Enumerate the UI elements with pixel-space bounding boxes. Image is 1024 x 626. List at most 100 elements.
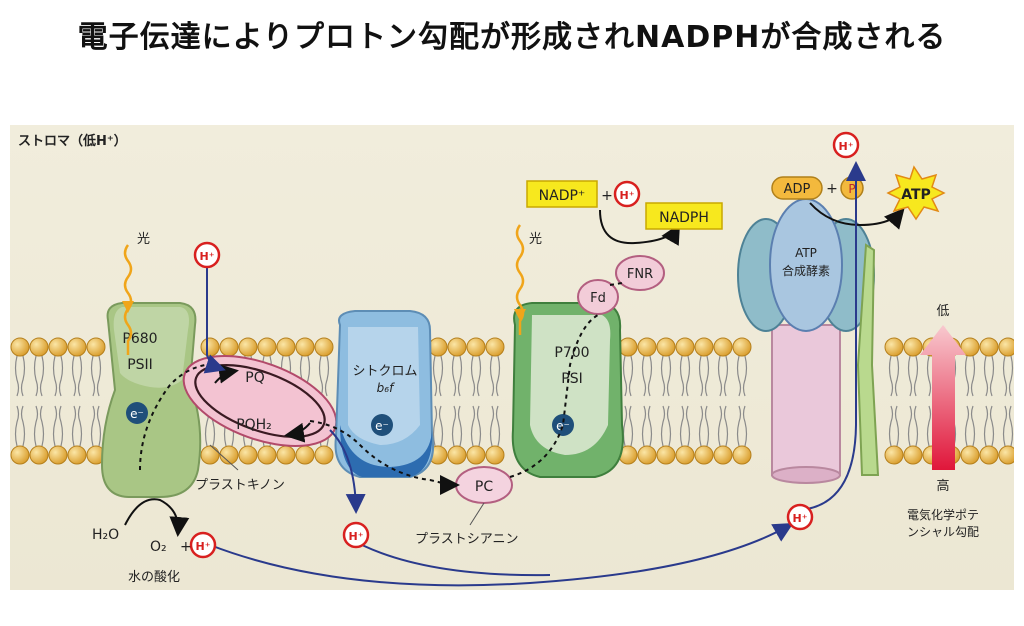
- lipid-head: [447, 337, 467, 357]
- o2-plus: +: [180, 539, 192, 555]
- lipid-head: [884, 445, 904, 465]
- nadp-label: NADP⁺: [539, 188, 586, 204]
- light-wave-psii: [123, 244, 133, 355]
- svg-text:H⁺: H⁺: [195, 540, 210, 553]
- lipid-head: [276, 445, 296, 465]
- svg-text:e⁻: e⁻: [130, 407, 144, 421]
- lipid-head: [675, 337, 695, 357]
- high-label: 高: [936, 478, 949, 494]
- electron-path-2: [309, 420, 460, 495]
- pq-label: PQ: [245, 370, 264, 386]
- lipid-head: [466, 337, 486, 357]
- fnr-label: FNR: [627, 267, 653, 282]
- electron-path-4: [609, 282, 623, 286]
- svg-text:H⁺: H⁺: [838, 140, 853, 153]
- water-oxidation-label: 水の酸化: [128, 570, 180, 585]
- lipid-head: [618, 337, 638, 357]
- lipid-head: [48, 445, 68, 465]
- lipid-head: [314, 337, 334, 357]
- lipid-head: [29, 337, 49, 357]
- nadp-plus: +: [601, 188, 613, 204]
- adp-label: ADP: [784, 182, 811, 197]
- lipid-head: [200, 445, 220, 465]
- low-label: 低: [936, 304, 949, 319]
- lipid-head: [314, 445, 334, 465]
- cytochrome-complex: [334, 310, 434, 478]
- proton-arrow-stroma-to-pq: [203, 265, 226, 374]
- lipid-head: [713, 445, 733, 465]
- atp-synthase-label-2: 合成酵素: [782, 263, 830, 278]
- proton-arrow-through-synthase: [799, 161, 866, 511]
- atp-burst: [886, 165, 946, 221]
- proton-arrow-pqh2-to-lumen: [329, 429, 366, 514]
- gradient-label-1: 電気化学ポテ: [907, 507, 979, 522]
- lipid-head: [903, 337, 923, 357]
- cytochrome-label: シトクロム: [352, 364, 417, 379]
- lipid-head: [656, 445, 676, 465]
- gradient-arrow: [920, 325, 966, 470]
- lipid-head: [238, 445, 258, 465]
- svg-text:H⁺: H⁺: [348, 530, 363, 543]
- plastocyanin-label: プラストシアニン: [415, 532, 518, 547]
- nadph-arrow: [599, 209, 680, 246]
- atp-label: ATP: [901, 187, 931, 203]
- water-oxidation-arrow: [124, 498, 190, 537]
- lipid-head: [48, 337, 68, 357]
- lipid-head: [637, 445, 657, 465]
- light-label-psii: 光: [137, 232, 150, 247]
- lipid-head: [960, 445, 980, 465]
- nadp-box: [526, 180, 598, 208]
- slide-title: 電子伝達によりプロトン勾配が形成されNADPHが合成される: [77, 20, 947, 55]
- lipid-head: [67, 337, 87, 357]
- lipid-head: [257, 337, 277, 357]
- photosynthesis-diagram: P680 PSII e⁻ 光 ストロマ（低H⁺） PQ PQH₂ プラストキノン…: [10, 125, 1014, 590]
- proton-arrow-lumen-flow-2: [361, 544, 551, 577]
- pqh2-label: PQH₂: [236, 417, 272, 433]
- adp-plus: +: [826, 181, 838, 197]
- electron-icon-psii: e⁻: [126, 402, 148, 424]
- lipid-head: [694, 445, 714, 465]
- lipid-head: [29, 445, 49, 465]
- light-wave-psi: [515, 224, 525, 335]
- lipid-head: [295, 337, 315, 357]
- lipid-head: [675, 445, 695, 465]
- lipid-head: [732, 337, 752, 357]
- cytochrome-sub-label: b₆f: [377, 381, 395, 395]
- lipid-head: [276, 337, 296, 357]
- atp-synthase: [737, 198, 880, 484]
- proton-icon-nadp: H⁺: [613, 180, 641, 208]
- svg-text:e⁻: e⁻: [556, 419, 570, 433]
- nadph-box: [645, 202, 723, 230]
- lipid-head: [238, 337, 258, 357]
- proton-icon-lumen-water: H⁺: [189, 531, 217, 559]
- lipid-head: [998, 337, 1014, 357]
- lipid-head: [447, 445, 467, 465]
- nadph-label: NADPH: [659, 210, 709, 226]
- lipid-head: [732, 445, 752, 465]
- lipid-head: [86, 337, 106, 357]
- svg-text:P: P: [848, 182, 855, 196]
- lipid-head: [903, 445, 923, 465]
- lipid-head: [656, 337, 676, 357]
- proton-icon-lumen-cyt: H⁺: [342, 521, 370, 549]
- proton-icon-stroma: H⁺: [193, 241, 221, 269]
- electron-icon-cytochrome: e⁻: [371, 414, 393, 436]
- lipid-head: [979, 337, 999, 357]
- p700-label: P700: [554, 345, 589, 361]
- proton-icon-stroma-out: H⁺: [832, 131, 860, 159]
- lipid-head: [200, 337, 220, 357]
- proton-arrow-lumen-flow: [209, 523, 794, 587]
- plastoquinone-label: プラストキノン: [195, 478, 285, 493]
- fnr-icon: [615, 255, 665, 291]
- psii-complex: [100, 302, 202, 498]
- svg-text:H⁺: H⁺: [619, 189, 634, 202]
- psi-label: PSI: [561, 371, 582, 387]
- lipid-head: [998, 445, 1014, 465]
- svg-text:H⁺: H⁺: [199, 250, 214, 263]
- lipid-head: [219, 445, 239, 465]
- adp-box: [771, 176, 823, 200]
- lipid-head: [694, 337, 714, 357]
- lipid-head: [295, 445, 315, 465]
- lipid-head: [428, 337, 448, 357]
- atp-synthase-label-1: ATP: [795, 246, 817, 260]
